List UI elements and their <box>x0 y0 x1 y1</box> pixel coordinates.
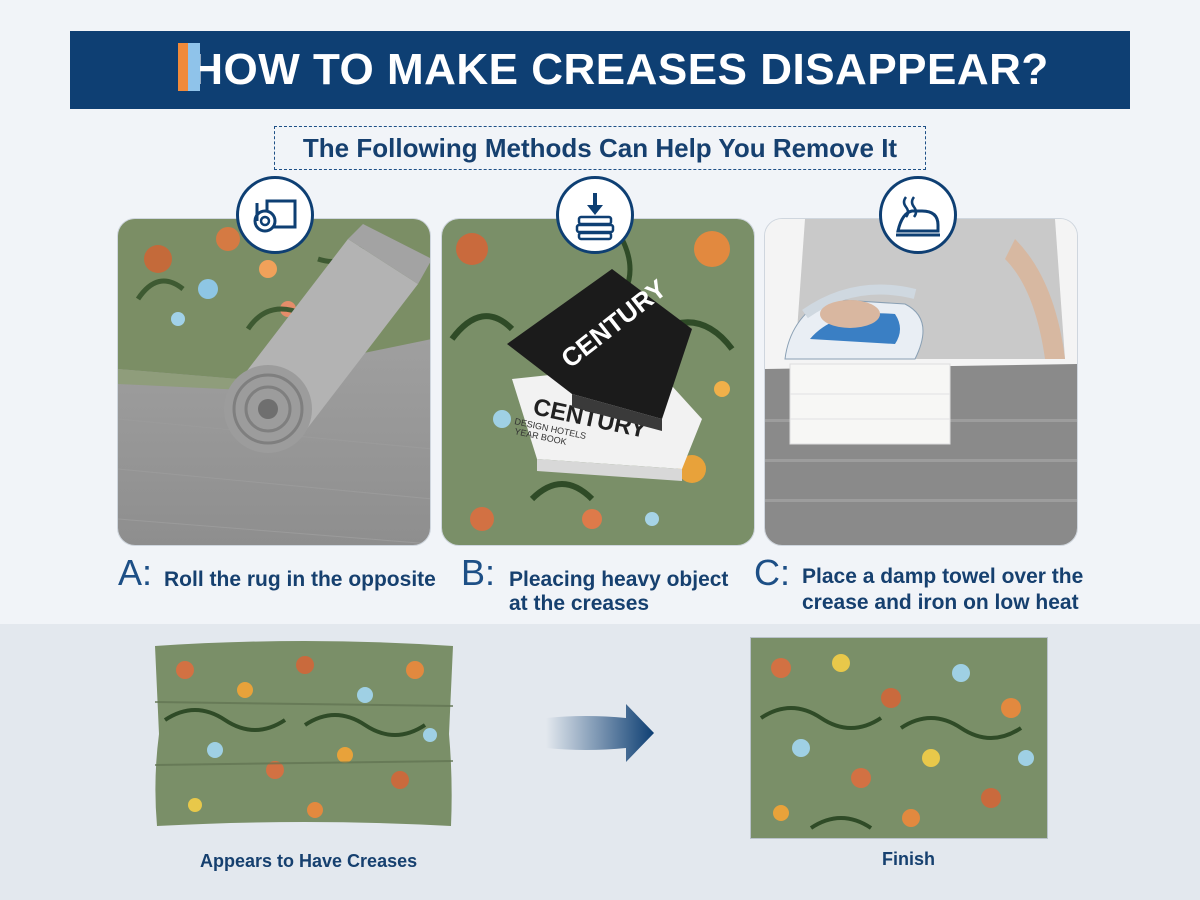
steam-iron-icon <box>879 176 957 254</box>
finished-rug-image <box>750 637 1048 839</box>
title-accent-stripes <box>178 43 204 91</box>
after-caption: Finish <box>882 849 935 869</box>
step-c-letter: C: <box>754 552 790 593</box>
page-title: HOW TO MAKE CREASES DISAPPEAR? <box>191 45 1049 94</box>
arrow-icon <box>546 700 656 766</box>
rolled-rug-icon <box>236 176 314 254</box>
title-banner: HOW TO MAKE CREASES DISAPPEAR? <box>70 31 1130 109</box>
step-c-text-line2: crease and iron on low heat <box>802 591 1079 614</box>
step-a-letter: A: <box>118 552 153 593</box>
step-b-text-line2: at the creases <box>509 592 650 615</box>
step-c-text-line1: Place a damp towel over the <box>802 565 1084 588</box>
stack-press-icon <box>556 176 634 254</box>
creased-rug-image <box>154 640 454 828</box>
before-caption: Appears to Have Creases <box>200 851 418 871</box>
method-b-image: CENTURY DESIGN HOTELS YEAR BOOK CENTURY <box>441 218 755 546</box>
step-a-text: Roll the rug in the opposite <box>164 568 436 591</box>
method-a-image <box>117 218 431 546</box>
step-b-text-line1: Pleacing heavy object <box>509 568 729 591</box>
step-b-letter: B: <box>461 552 496 593</box>
method-c-image <box>764 218 1078 546</box>
subtitle-box: The Following Methods Can Help You Remov… <box>274 126 926 170</box>
subtitle: The Following Methods Can Help You Remov… <box>302 132 898 163</box>
